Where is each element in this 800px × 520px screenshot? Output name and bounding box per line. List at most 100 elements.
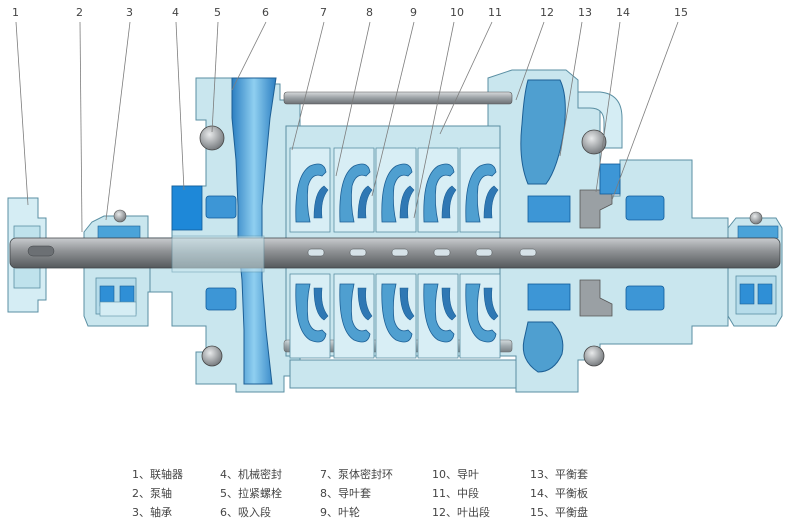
callout-4: 4 xyxy=(172,6,185,191)
legend-number: 15、 xyxy=(530,506,555,519)
legend-item: 3、轴承 xyxy=(132,504,172,520)
callout-number: 11 xyxy=(488,6,502,19)
legend-label: 机械密封 xyxy=(238,468,282,481)
legend-number: 10、 xyxy=(432,468,457,481)
impeller-vane xyxy=(295,163,327,223)
legend-label: 叶出段 xyxy=(457,506,490,519)
impeller-vane xyxy=(339,163,371,223)
callout-number: 3 xyxy=(126,6,133,19)
legend-label: 平衡盘 xyxy=(555,506,588,519)
callout-11: 11 xyxy=(439,6,502,135)
legend-label: 吸入段 xyxy=(238,506,271,519)
legend-label: 联轴器 xyxy=(150,468,183,481)
impeller-vane xyxy=(295,283,327,343)
stage-5 xyxy=(459,147,501,359)
legend-label: 导叶套 xyxy=(338,487,371,500)
legend-label: 泵轴 xyxy=(150,487,172,500)
legend-number: 12、 xyxy=(432,506,457,519)
callout-8: 8 xyxy=(335,6,373,177)
legend-item: 15、平衡盘 xyxy=(530,504,588,520)
callout-number: 5 xyxy=(214,6,221,19)
callout-number: 14 xyxy=(616,6,630,19)
callout-number: 8 xyxy=(366,6,373,19)
legend-label: 泵体密封环 xyxy=(338,468,393,481)
legend-number: 9、 xyxy=(320,506,338,519)
stage-1 xyxy=(289,147,331,359)
legend-number: 2、 xyxy=(132,487,150,500)
stage-2 xyxy=(333,147,375,359)
legend-number: 7、 xyxy=(320,468,338,481)
legend-label: 轴承 xyxy=(150,506,172,519)
impeller-vane xyxy=(465,163,497,223)
callout-15: 15 xyxy=(611,6,688,201)
callout-number: 4 xyxy=(172,6,179,19)
callout-9: 9 xyxy=(371,6,417,197)
callout-13: 13 xyxy=(559,6,592,157)
callout-7: 7 xyxy=(291,6,327,151)
legend-item: 7、泵体密封环 xyxy=(320,466,393,482)
legend-item: 13、平衡套 xyxy=(530,466,588,482)
callout-5: 5 xyxy=(211,6,221,133)
legend-label: 中段 xyxy=(457,487,479,500)
legend-number: 3、 xyxy=(132,506,150,519)
legend-number: 14、 xyxy=(530,487,555,500)
callout-number: 2 xyxy=(76,6,83,19)
right-bearing-housing xyxy=(727,211,783,327)
callout-number: 13 xyxy=(578,6,592,19)
legend-item: 10、导叶 xyxy=(432,466,479,482)
callout-3: 3 xyxy=(105,6,133,221)
callout-number: 6 xyxy=(262,6,269,19)
mechanical-seal xyxy=(171,185,237,311)
legend-number: 8、 xyxy=(320,487,338,500)
tie-bolts xyxy=(199,125,607,367)
callout-14: 14 xyxy=(595,6,630,193)
legend-item: 4、机械密封 xyxy=(220,466,282,482)
callout-10: 10 xyxy=(413,6,464,219)
stage-3 xyxy=(375,147,417,359)
callout-6: 6 xyxy=(231,6,269,91)
legend-item: 2、泵轴 xyxy=(132,485,172,501)
legend-item: 1、联轴器 xyxy=(132,466,183,482)
suction-channel xyxy=(231,77,277,385)
legend-number: 13、 xyxy=(530,468,555,481)
callout-2: 2 xyxy=(76,6,83,233)
stage-4 xyxy=(417,147,459,359)
legend-item: 8、导叶套 xyxy=(320,485,371,501)
legend-item: 12、叶出段 xyxy=(432,504,490,520)
callout-number: 1 xyxy=(12,6,19,19)
callout-number: 15 xyxy=(674,6,688,19)
balance-device xyxy=(527,163,665,317)
pump-shaft xyxy=(9,235,781,273)
legend-number: 11、 xyxy=(432,487,457,500)
impeller-vane xyxy=(339,283,371,343)
callout-number: 12 xyxy=(540,6,554,19)
legend-label: 导叶 xyxy=(457,468,479,481)
impeller-vane xyxy=(423,283,455,343)
legend-label: 平衡板 xyxy=(555,487,588,500)
legend-number: 4、 xyxy=(220,468,238,481)
callout-number: 9 xyxy=(410,6,417,19)
impeller-vane xyxy=(381,163,413,223)
callout-number: 7 xyxy=(320,6,327,19)
impeller-stages xyxy=(289,147,501,359)
impeller-vane xyxy=(423,163,455,223)
legend-item: 5、拉紧螺栓 xyxy=(220,485,282,501)
legend-number: 5、 xyxy=(220,487,238,500)
legend-label: 拉紧螺栓 xyxy=(238,487,282,500)
legend-number: 6、 xyxy=(220,506,238,519)
legend-item: 14、平衡板 xyxy=(530,485,588,501)
legend-item: 11、中段 xyxy=(432,485,479,501)
legend-item: 9、叶轮 xyxy=(320,504,360,520)
legend-label: 叶轮 xyxy=(338,506,360,519)
callout-number: 10 xyxy=(450,6,464,19)
impeller-vane xyxy=(465,283,497,343)
legend-item: 6、吸入段 xyxy=(220,504,271,520)
legend-number: 1、 xyxy=(132,468,150,481)
callout-1: 1 xyxy=(12,6,29,206)
impeller-vane xyxy=(381,283,413,343)
legend-label: 平衡套 xyxy=(555,468,588,481)
discharge-channel xyxy=(520,79,566,373)
